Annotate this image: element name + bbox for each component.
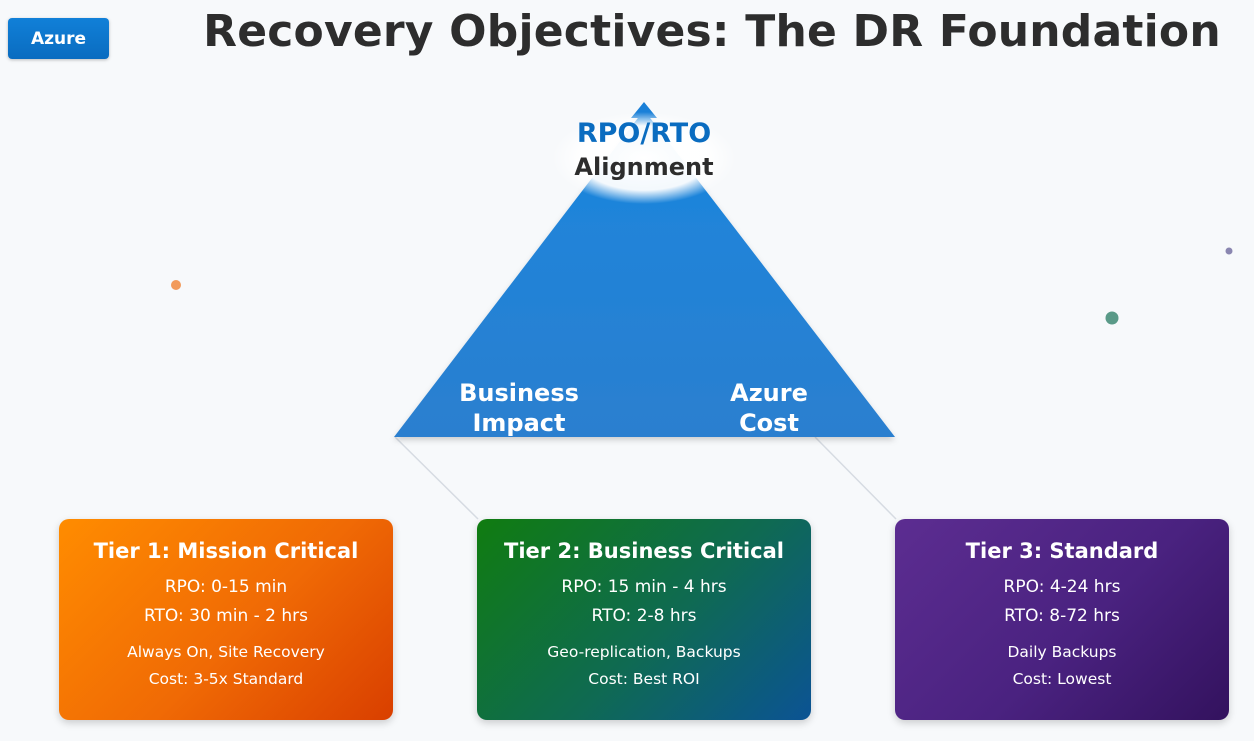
tier-card-3: Tier 3: Standard RPO: 4-24 hrs RTO: 8-72… [895, 519, 1229, 720]
tier-title: Tier 3: Standard [965, 539, 1159, 563]
apex-label-alignment: Alignment [574, 153, 713, 181]
tier-card-2: Tier 2: Business Critical RPO: 15 min - … [477, 519, 811, 720]
tier-rto: RTO: 2-8 hrs [591, 606, 697, 626]
pyramid-label-business: Business [459, 379, 579, 407]
connector-line-right [814, 436, 897, 520]
tier-title: Tier 1: Mission Critical [93, 539, 359, 563]
pyramid-label-cost: Cost [739, 409, 799, 437]
tier-rpo: RPO: 15 min - 4 hrs [561, 577, 727, 597]
tier-rpo: RPO: 4-24 hrs [1003, 577, 1121, 597]
tier-card-1: Tier 1: Mission Critical RPO: 0-15 min R… [59, 519, 393, 720]
pyramid-label-impact: Impact [472, 409, 565, 437]
tier-rto: RTO: 30 min - 2 hrs [143, 606, 309, 626]
tier-technology: Geo-replication, Backups [547, 643, 741, 661]
tier-technology: Always On, Site Recovery [127, 643, 325, 661]
decor-dot-orange [171, 280, 181, 290]
tier-technology: Daily Backups [1007, 643, 1117, 661]
tier-rto: RTO: 8-72 hrs [1004, 606, 1120, 626]
page-title: Recovery Objectives: The DR Foundation [203, 6, 1221, 57]
tier-cost: Cost: Best ROI [588, 670, 700, 688]
tier-rpo: RPO: 0-15 min [164, 577, 288, 597]
decor-dot-purple [1225, 247, 1233, 255]
azure-badge: Azure [8, 18, 109, 59]
apex-label-rpo-rto: RPO/RTO [577, 118, 711, 149]
decor-dot-teal [1105, 311, 1119, 325]
tier-cost: Cost: Lowest [1012, 670, 1112, 688]
connector-line-left [394, 436, 479, 520]
apex-highlight [552, 112, 736, 204]
pyramid-triangle [394, 110, 895, 437]
tier-cost: Cost: 3-5x Standard [148, 670, 304, 688]
tier-title: Tier 2: Business Critical [504, 539, 784, 563]
pyramid-label-azure: Azure [730, 379, 808, 407]
